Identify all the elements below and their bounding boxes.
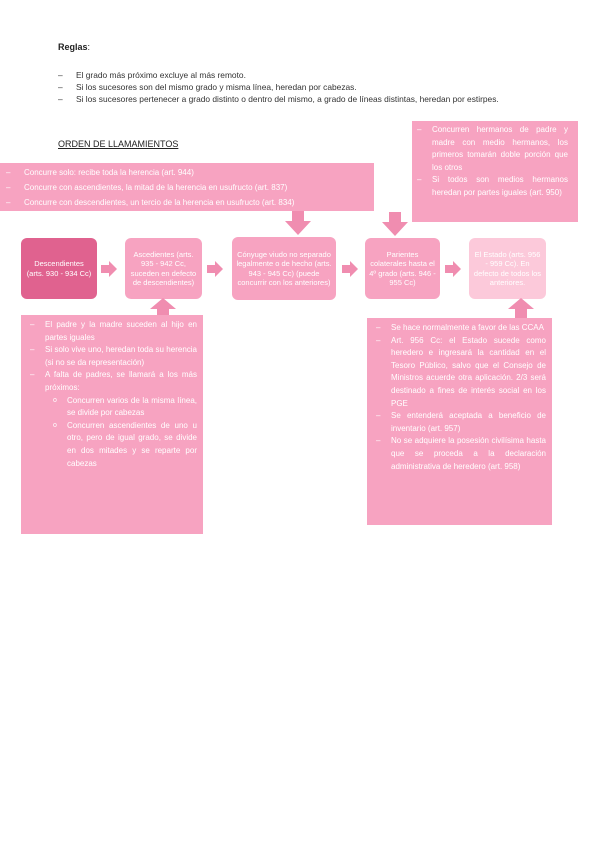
siblings-note-item: –Si todos son medios hermanos heredan po… [417,175,568,197]
flow-box-collaterals: Parientes colaterales hasta el 4º grado … [365,238,440,299]
down-arrow-icon [382,212,408,236]
state-note-item: –Art. 956 Cc: el Estado sucede como here… [376,335,546,408]
rule-item: –Si los sucesores pertenecer a grado dis… [58,94,499,104]
state-note-item: –Se entenderá aceptada a beneficio de in… [376,411,546,433]
spouse-note: –Concurre solo: recibe toda la herencia … [0,163,374,211]
down-arrow-icon [285,211,311,235]
right-arrow-icon [445,261,461,277]
flow-box-state: El Estado (arts. 956 - 959 Cc). En defec… [469,238,546,299]
flow-box-ascendants: Ascedientes (arts. 935 - 942 Cc, suceden… [125,238,202,299]
ascendants-note: –El padre y la madre suceden al hijo en … [21,315,203,534]
siblings-note: –Concurren hermanos de padre y madre con… [412,121,578,222]
spouse-note-item: –Concurre con descendientes, un tercio d… [6,198,295,207]
spouse-note-item: –Concurre solo: recibe toda la herencia … [6,168,194,177]
siblings-note-item: –Concurren hermanos de padre y madre con… [417,125,568,172]
state-note: –Se hace normalmente a favor de las CCAA… [367,318,552,525]
ascendants-note-item: –A falta de padres, se llamará a los más… [30,370,197,392]
right-arrow-icon [101,261,117,277]
right-arrow-icon [207,261,223,277]
spouse-note-item: –Concurre con ascendientes, la mitad de … [6,183,288,192]
ascendants-note-item: –Si solo vive uno, heredan toda su heren… [30,345,197,367]
state-note-item: –Se hace normalmente a favor de las CCAA [376,323,544,332]
rule-item: –El grado más próximo excluye al más rem… [58,70,246,80]
flow-box-spouse: Cónyuge viudo no separado legalmente o d… [232,237,336,300]
up-arrow-icon [150,298,176,320]
ascendants-note-item: –El padre y la madre suceden al hijo en … [30,320,197,342]
up-arrow-icon [508,298,534,320]
section-title: ORDEN DE LLAMAMIENTOS [58,139,179,149]
right-arrow-icon [342,261,358,277]
rules-title: Reglas: [58,42,91,52]
rule-item: –Si los sucesores son del mismo grado y … [58,82,357,92]
rules-list: –El grado más próximo excluye al más rem… [58,70,548,106]
flow-box-descendants: Descendientes (arts. 930 - 934 Cc) [21,238,97,299]
state-note-item: –No se adquiere la posesión civilísima h… [376,436,546,471]
